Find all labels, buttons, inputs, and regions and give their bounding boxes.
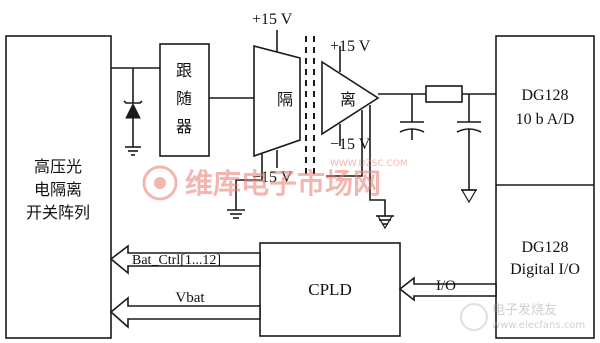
elecfans-logo-icon [460,303,488,331]
isolator-output-amplifier: 离 [321,46,394,230]
follower-char-1: 跟 [176,61,192,80]
hv-switch-line-2: 电隔离 [34,180,82,199]
output-filter [378,85,496,204]
vbat-label: Vbat [175,290,205,306]
elecfans-watermark: 电子发烧友 www.elecfans.com [460,302,585,331]
iso-top-supply-label: +15 V [252,11,293,28]
hv-switch-array-block: 高压光 电隔离 开关阵列 [5,35,112,339]
elecfans-url-text: www.elecfans.com [492,320,585,331]
isolation-barrier [305,36,315,176]
hv-switch-line-3: 开关阵列 [26,203,90,222]
elecfans-brand-text: 电子发烧友 [492,302,557,318]
bat-ctrl-label: Bat_Ctrl[1...12] [132,253,221,268]
dg128-ad-subtitle: 10 b A/D [516,111,575,128]
cpld-block: CPLD [259,242,401,337]
cpld-label: CPLD [308,280,351,299]
isolator-right-char: 离 [340,90,356,109]
bat-ctrl-bus-arrow: Bat_Ctrl[1...12] [109,244,261,275]
dzsc-logo-icon [142,165,178,201]
follower-char-3: 器 [176,117,192,136]
follower-char-2: 随 [176,89,192,108]
isolator-input-stage: 隔 [227,30,301,219]
vbat-bus-arrow: Vbat [109,290,261,329]
dzsc-watermark: 维库电子市场网 WWW.DZSC.COM [142,159,408,201]
dg128-io-title: DG128 [521,239,568,256]
dzsc-brand-text: 维库电子市场网 [185,167,381,200]
hv-switch-line-1: 高压光 [34,157,82,176]
io-bus-arrow: I/O [398,276,497,302]
dg128-io-subtitle: Digital I/O [510,261,580,278]
isolator-left-char: 隔 [277,90,293,109]
follower-block: 跟 随 器 [159,43,210,157]
io-label: I/O [436,278,456,294]
iso-bottom-supply-label: −15 V [252,169,293,186]
dg128-block: DG128 10 b A/D DG128 Digital I/O [495,35,595,339]
amp-bottom-supply-label: −15 V [330,136,371,153]
input-line-with-zener [111,67,160,156]
dzsc-url-text: WWW.DZSC.COM [330,159,408,169]
amp-top-supply-label: +15 V [330,38,371,55]
dg128-ad-title: DG128 [521,87,568,104]
